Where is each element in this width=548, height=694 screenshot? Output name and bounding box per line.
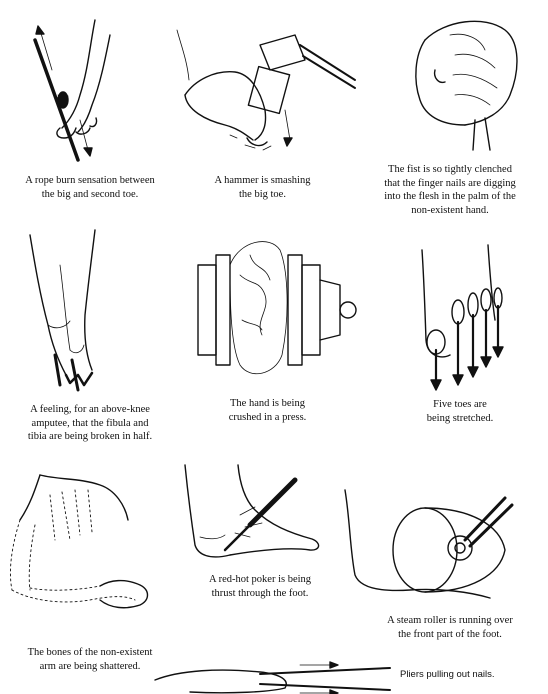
fist-illustration [415,20,518,151]
press-illustration [197,241,357,374]
caption-hammer: A hammer is smashing the big toe. [214,175,311,200]
panel-pliers: Pliers pulling out nails. [150,660,548,694]
panel-fist: The fist is so tightly clenched that the… [355,0,548,230]
arm-shattered-illustration [10,474,149,609]
panel-rope-burn: A rope burn sensation between the big an… [0,0,180,205]
hammer-illustration [176,29,356,151]
toes-stretched-illustration [421,244,504,391]
pliers-illustration [154,661,391,694]
caption-rope-burn: A rope burn sensation between the big an… [25,175,155,200]
caption-press: The hand is being crushed in a press. [228,398,307,423]
caption-arm-shattered: The bones of the non-existent arm are be… [27,647,153,672]
caption-pliers: Pliers pulling out nails. [400,669,495,680]
panel-toes-stretched: Five toes are being stretched. [370,240,548,440]
panel-steam-roller: A steam roller is running over the front… [340,480,548,650]
rope-burn-illustration [33,19,111,162]
panel-poker: A red-hot poker is being thrust through … [170,455,345,615]
panel-hammer: A hammer is smashing the big toe. [175,0,360,205]
poker-illustration [184,464,320,558]
steam-roller-illustration [344,489,514,599]
panel-press: The hand is being crushed in a press. [170,225,370,423]
panel-leg-break: A feeling, for an above-knee amputee, th… [0,225,180,450]
leg-break-illustration [29,229,96,392]
caption-steam-roller: A steam roller is running over the front… [387,615,513,640]
caption-fist: The fist is so tightly clenched that the… [384,164,516,216]
panel-arm-shattered: The bones of the non-existent arm are be… [0,460,180,694]
caption-leg-break: A feeling, for an above-knee amputee, th… [27,404,153,442]
caption-poker: A red-hot poker is being thrust through … [208,574,312,599]
caption-toes-stretched: Five toes are being stretched. [426,399,494,424]
